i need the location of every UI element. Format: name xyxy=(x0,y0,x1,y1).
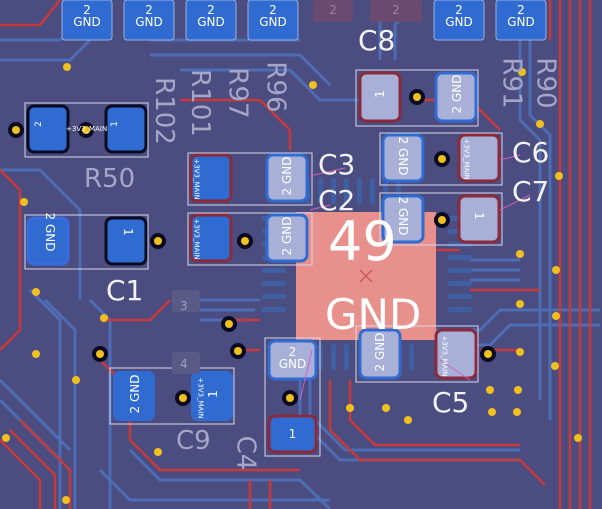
ref-r96[interactable]: R96 xyxy=(260,61,291,113)
ref-c4[interactable]: C4 xyxy=(230,435,261,471)
ref-r50[interactable]: R50 xyxy=(84,164,136,194)
pad-label-gnd: 2 GND xyxy=(280,216,294,256)
ref-c6[interactable]: C6 xyxy=(512,136,550,169)
chip-net-label: GND xyxy=(325,290,422,339)
pad-label: 1 xyxy=(288,427,297,441)
net-label: +3V3_MAIN xyxy=(66,125,108,133)
ref-c7[interactable]: C7 xyxy=(512,175,550,208)
pad-label-gnd: 2 GND xyxy=(128,374,142,414)
pad-label: 2 xyxy=(33,121,44,127)
top-pad-5[interactable]: 2 xyxy=(329,3,337,17)
pad-label-gnd: 2 GND xyxy=(396,196,410,236)
top-pad-6[interactable]: 2 xyxy=(392,3,400,17)
net-label: +3V3_MAIN xyxy=(196,377,205,419)
net-label: +3V3_MAIN xyxy=(440,335,449,377)
pad-label-gnd: 2 GND xyxy=(450,74,464,114)
top-gnd-pads xyxy=(61,0,547,41)
ref-r97[interactable]: R97 xyxy=(222,67,253,119)
capacitor-pads xyxy=(26,71,501,454)
ref-r91[interactable]: R91 xyxy=(496,57,527,109)
pad-label-gnd: 2 GND xyxy=(280,156,294,196)
pad-label: 1 xyxy=(206,390,220,398)
pad-label: 1 xyxy=(472,212,486,220)
pad-label: 4 xyxy=(180,357,188,371)
pad-label: 1 xyxy=(121,228,135,236)
ref-c5[interactable]: C5 xyxy=(432,386,470,419)
ref-r101[interactable]: R101 xyxy=(184,69,215,137)
net-label: +3V3_MAIN xyxy=(192,158,201,200)
pad-label-gnd: 2 GND xyxy=(396,136,410,176)
ref-r90[interactable]: R90 xyxy=(530,57,561,109)
net-label: +3V3_MAIN xyxy=(462,138,471,180)
ref-c3[interactable]: C3 xyxy=(318,148,356,181)
ref-c2[interactable]: C2 xyxy=(318,184,356,217)
chip-pin-number: 49 xyxy=(328,210,397,273)
pad-label: 1 xyxy=(109,121,120,127)
ref-c8[interactable]: C8 xyxy=(358,24,396,57)
net-label: +3V3_MAIN xyxy=(192,218,201,260)
ratsnest xyxy=(299,154,531,401)
pad-label: 3 xyxy=(180,299,188,313)
ref-c1[interactable]: C1 xyxy=(106,274,144,307)
pad-label: 1 xyxy=(373,90,387,98)
vias xyxy=(2,63,582,504)
ref-c9[interactable]: C9 xyxy=(176,426,211,456)
ref-r102[interactable]: R102 xyxy=(148,77,179,145)
pad-label-gnd: 2 GND xyxy=(43,212,57,252)
